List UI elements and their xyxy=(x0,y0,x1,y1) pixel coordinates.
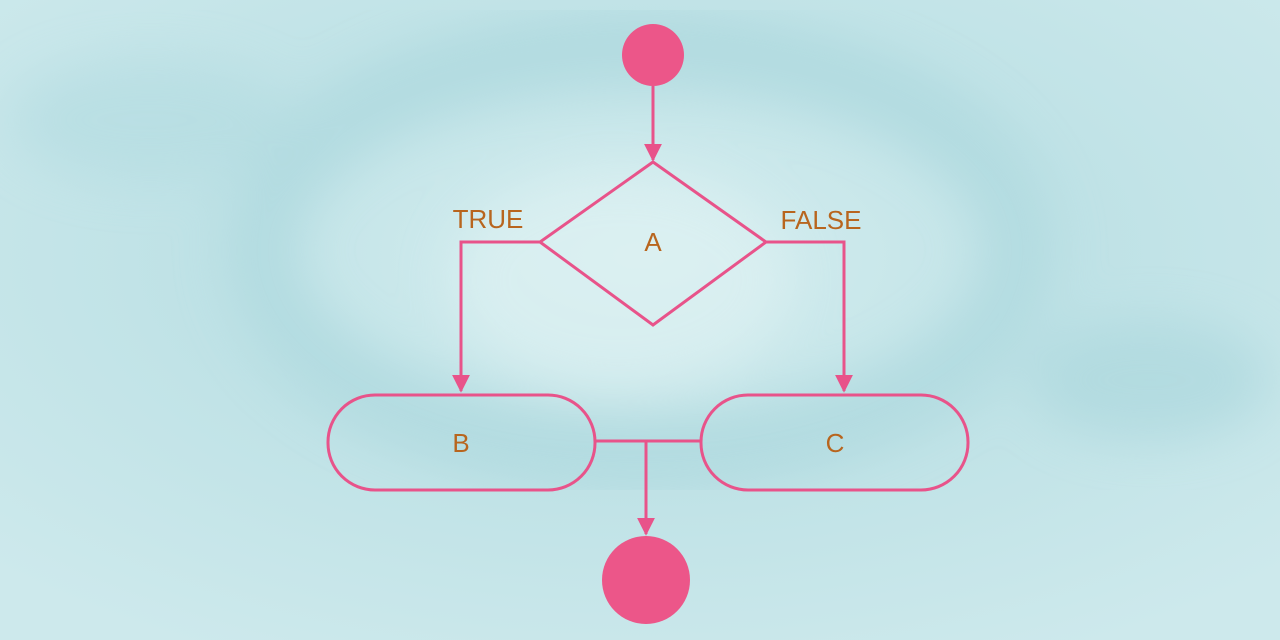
decision-label: A xyxy=(644,227,662,257)
edge-true xyxy=(452,240,540,393)
false-label: FALSE xyxy=(781,205,862,235)
edge-false xyxy=(766,240,853,393)
node-b-label: B xyxy=(452,428,469,458)
start-node xyxy=(622,24,684,86)
true-label: TRUE xyxy=(453,204,524,234)
end-node xyxy=(602,536,690,624)
node-c-label: C xyxy=(826,428,845,458)
decision-node-a xyxy=(537,160,769,327)
